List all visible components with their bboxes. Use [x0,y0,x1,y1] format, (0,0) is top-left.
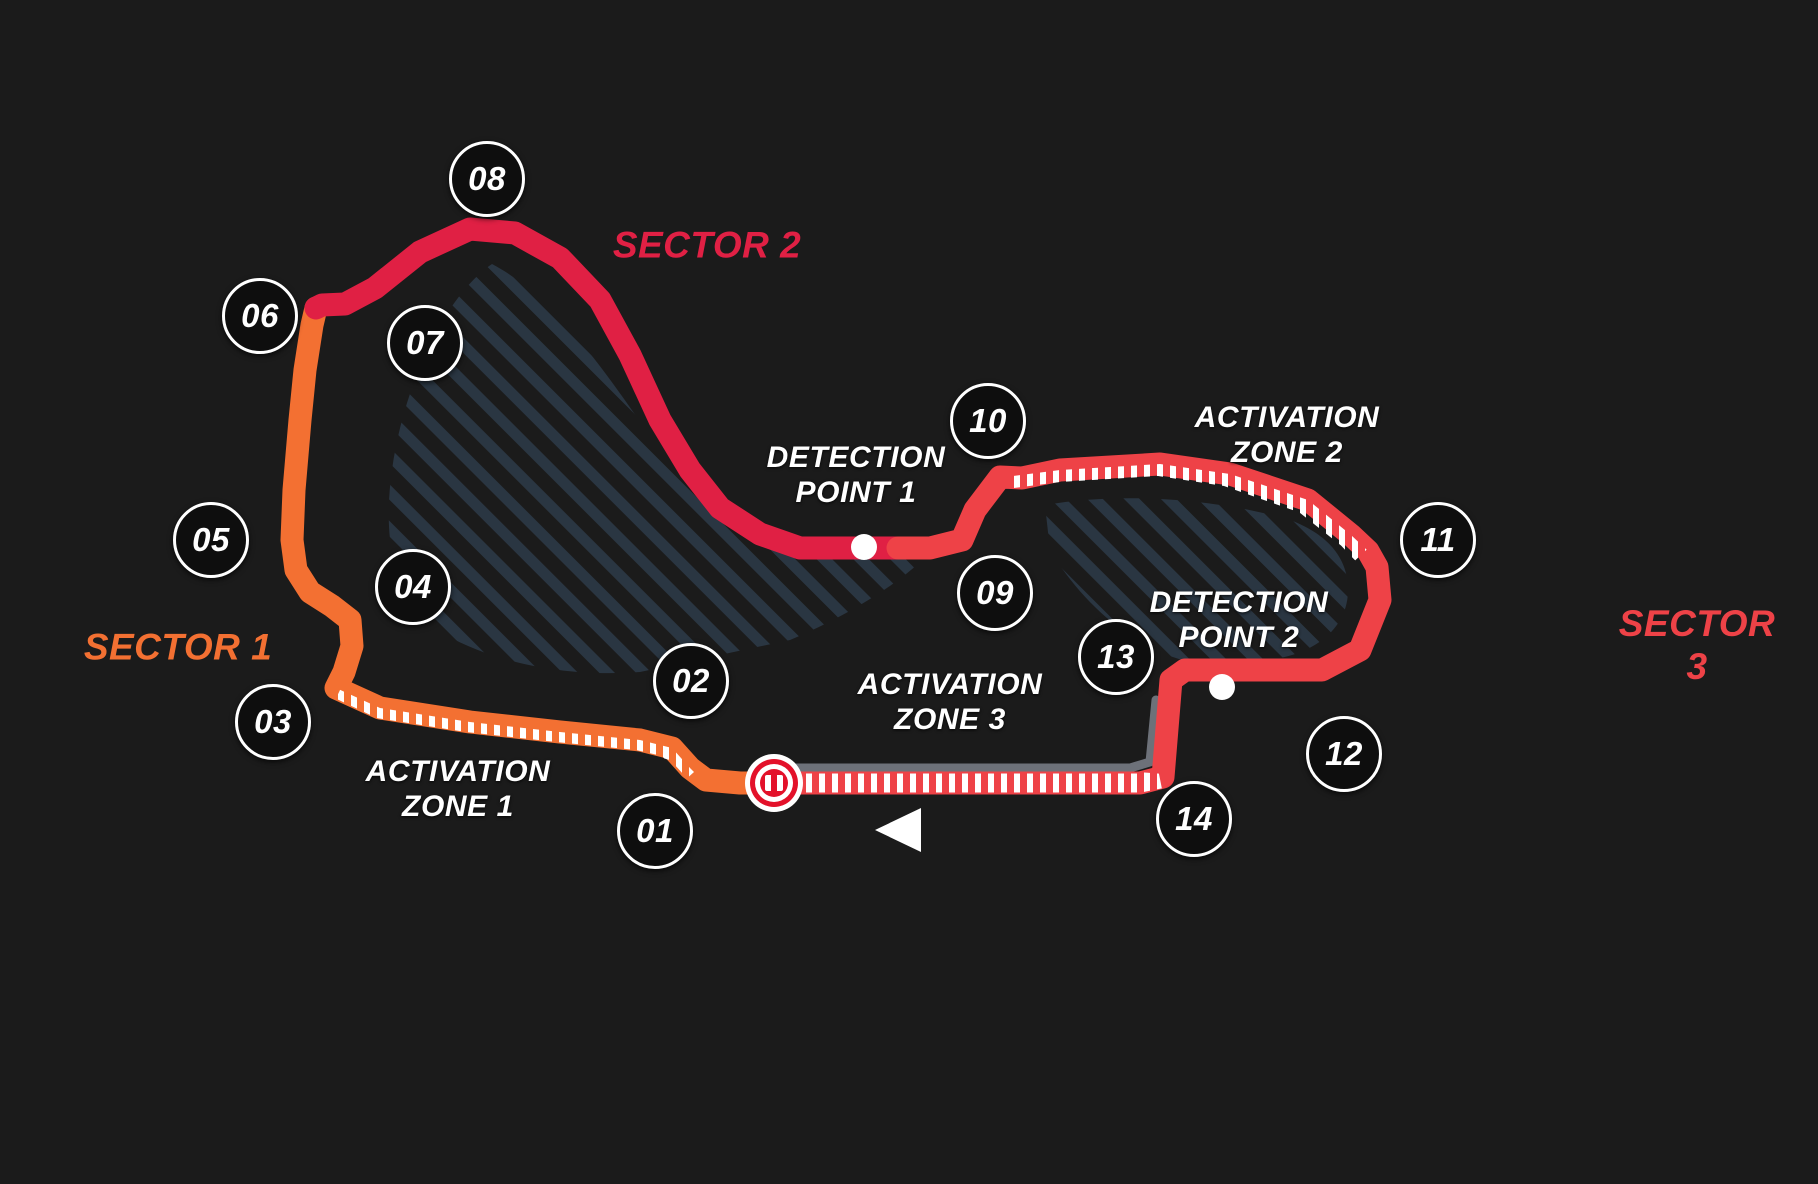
infield-hatch-left [388,264,931,674]
corner-label: 07 [406,324,444,361]
corner-label: 12 [1325,735,1363,772]
detection-point-2-dot [1209,674,1235,700]
pit-lane [763,695,1161,773]
corner-label: 10 [969,402,1007,439]
corner-marker-08[interactable]: 08 [449,141,525,217]
corner-marker-11[interactable]: 11 [1400,502,1476,578]
corner-label: 08 [468,160,506,197]
corner-marker-14[interactable]: 14 [1156,781,1232,857]
corner-label: 14 [1175,800,1213,837]
drs-activation-zone-3 [788,772,1162,793]
corner-label: 11 [1420,521,1456,558]
corner-label: 02 [672,662,710,699]
corner-marker-04[interactable]: 04 [375,549,451,625]
detection-point-dots [851,534,1235,700]
corner-marker-03[interactable]: 03 [235,684,311,760]
corner-label: 13 [1097,638,1135,675]
direction-arrow [875,808,921,852]
corner-marker-05[interactable]: 05 [173,502,249,578]
corner-marker-07[interactable]: 07 [387,305,463,381]
corner-marker-09[interactable]: 09 [957,555,1033,631]
corner-label: 06 [241,297,279,334]
corner-label: 09 [976,574,1014,611]
corner-label: 05 [192,521,230,558]
detection-point-1-dot [851,534,877,560]
corner-marker-01[interactable]: 01 [617,793,693,869]
corner-label: 03 [254,703,292,740]
corner-marker-02[interactable]: 02 [653,643,729,719]
corner-marker-06[interactable]: 06 [222,278,298,354]
corner-marker-10[interactable]: 10 [950,383,1026,459]
corner-marker-12[interactable]: 12 [1306,716,1382,792]
corner-label: 04 [394,568,432,605]
start-finish-marker [745,754,803,812]
drs-activation-zone-2 [1006,464,1368,561]
track-sector-2 [304,217,910,560]
corner-label: 01 [636,812,674,849]
corner-marker-13[interactable]: 13 [1078,619,1154,695]
